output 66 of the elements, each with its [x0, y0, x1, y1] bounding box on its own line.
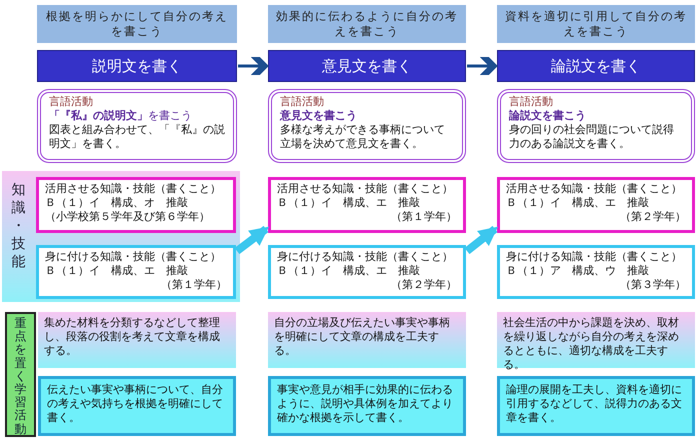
unit-title-bar: [37, 50, 237, 82]
grade-note: （第３学年）: [619, 278, 686, 292]
activity-description: 多様な考えができる事柄について立場を決めて意見文を書く。: [280, 123, 446, 151]
skill-heading: 活用させる知識・技能（書くこと）: [277, 182, 454, 196]
activity-label: 言語活動: [509, 95, 554, 109]
activity-description: 図表と組み合わせて、「『私』の説明文」を書く。: [49, 123, 225, 151]
category-panel: [2, 171, 240, 302]
focus-panel: [497, 376, 695, 436]
grade-note: （第２学年）: [619, 210, 686, 224]
skill-items: Ｂ（１）イ 構成、エ 推敲: [277, 196, 421, 210]
focus-panel: [38, 376, 236, 436]
activity-text: 伝えたい事実や事柄について、自分の考えや気持ちを根拠を明確にして書く。: [47, 383, 224, 425]
activity-description: 身の回りの社会問題について説得力のある論説文を書く。: [509, 123, 675, 151]
unit-title-bar: [268, 50, 466, 82]
grade-note: （第１学年）: [160, 278, 227, 292]
unit-title: 説明文を書く: [91, 56, 183, 76]
activity-card: [37, 89, 237, 163]
focus-panel: [268, 376, 466, 436]
unit-title: 意見文を書く: [321, 56, 413, 76]
category-text: 重点を置く学習活動: [14, 317, 27, 436]
skill-box: [268, 177, 466, 233]
activity-text: 社会生活の中から課題を決め、取材を繰り返しながら自分の考えを深めるとともに、適切な構成を工夫する。: [503, 316, 680, 372]
category-label: [5, 312, 36, 437]
arrow: [234, 226, 270, 254]
goal-banner: [268, 5, 466, 43]
goal-banner: [497, 5, 695, 43]
activity-text: 論理の展開を工夫し、資料を適切に引用するなどして、説得力のある文章を書く。: [506, 383, 683, 425]
grade-note: （第１学年）: [390, 210, 457, 224]
activity-text: 事実や意見が相手に効果的に伝わるように、説明や具体例を加えてより確かな根拠を示して書く。: [277, 383, 454, 425]
skill-box: [497, 245, 695, 299]
activity-card: [268, 89, 466, 163]
focus-panel: [497, 312, 695, 368]
activity-label: 言語活動: [49, 95, 94, 109]
activity-label: 言語活動: [280, 95, 325, 109]
skill-items: Ｂ（１）イ 構成、エ 推敲: [506, 196, 650, 210]
skill-heading: 活用させる知識・技能（書くこと）: [45, 182, 222, 196]
goal-text: 効果的に伝わるように自分の考えを書こう: [275, 9, 459, 39]
skill-box: [497, 177, 695, 233]
goal-text: 資料を適切に引用して自分の考えを書こう: [504, 9, 688, 39]
goal-banner: [37, 5, 237, 43]
skill-heading: 活用させる知識・技能（書くこと）: [506, 182, 683, 196]
activity-card: [497, 89, 695, 163]
goal-text: 根拠を明らかにして自分の考えを書こう: [45, 9, 229, 39]
skill-heading: 身に付ける知識・技能（書くこと）: [506, 250, 683, 264]
activity-title: 論説文を書こう: [509, 109, 587, 123]
grade-note: （第２学年）: [390, 278, 457, 292]
unit-title: 論説文を書く: [550, 56, 642, 76]
grade-note: （小学校第５学年及び第６学年）: [45, 210, 211, 224]
skill-items: Ｂ（１）イ 構成、エ 推敲: [45, 264, 189, 278]
skill-items: Ｂ（１）イ 構成、エ 推敲: [277, 264, 421, 278]
activity-title: 意見文を書こう: [280, 109, 358, 123]
skill-box: [36, 245, 236, 299]
skill-items: Ｂ（１）ア 構成、ウ 推敲: [506, 264, 650, 278]
skill-heading: 身に付ける知識・技能（書くこと）: [45, 250, 222, 264]
skill-heading: 身に付ける知識・技能（書くこと）: [277, 250, 454, 264]
focus-panel: [268, 312, 466, 368]
category-text: 知識・技能: [11, 181, 26, 271]
activity-title: 「『私』の説明文」を書こう: [49, 109, 193, 123]
unit-title-bar: [497, 50, 695, 82]
skill-items: Ｂ（１）イ 構成、オ 推敲: [45, 196, 189, 210]
activity-text: 集めた材料を分類するなどして整理し、段落の役割を考えて文章を構成する。: [44, 316, 221, 358]
skill-box: [36, 177, 236, 233]
focus-panel: [38, 312, 236, 368]
skill-box: [268, 245, 466, 299]
arrow: [464, 226, 498, 254]
activity-text: 自分の立場及び伝えたい事実や事柄を明確にして文章の構成を工夫する。: [274, 316, 451, 358]
